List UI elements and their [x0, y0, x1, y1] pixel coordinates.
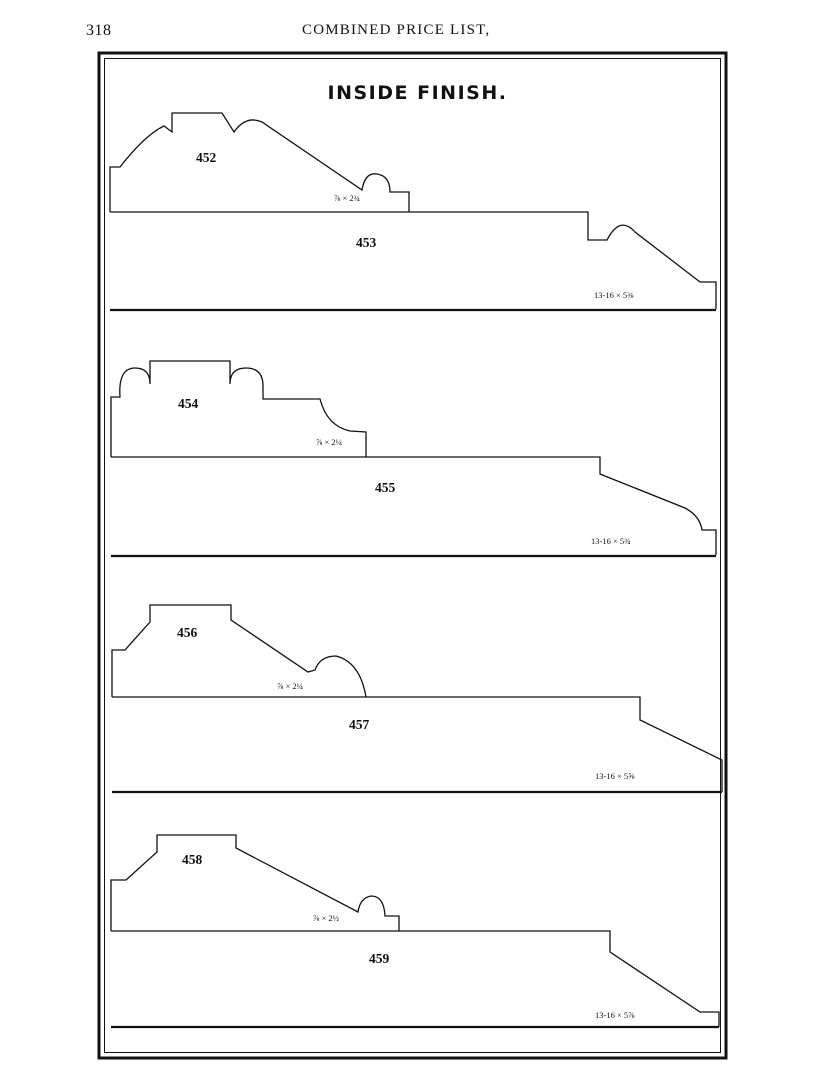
moulding-size-458: ⅞ × 2½	[313, 913, 340, 923]
outer-border	[97, 51, 728, 1060]
moulding-number-455: 455	[375, 480, 396, 495]
moulding-number-459: 459	[369, 951, 390, 966]
moulding-number-458: 458	[182, 852, 203, 867]
moulding-size-453: 13-16 × 5⅜	[594, 290, 634, 300]
moulding-number-457: 457	[349, 717, 370, 732]
running-head: COMBINED PRICE LIST,	[302, 22, 491, 38]
page-header: 318 COMBINED PRICE LIST,	[0, 22, 835, 46]
moulding-size-459: 13-16 × 5⅞	[595, 1010, 635, 1020]
moulding-number-456: 456	[177, 625, 198, 640]
page-number: 318	[86, 22, 112, 39]
moulding-size-454: ⅞ × 2¼	[316, 437, 343, 447]
inner-border	[104, 58, 721, 1053]
moulding-number-452: 452	[196, 150, 217, 165]
profile-457	[112, 696, 723, 792]
profile-459	[111, 930, 720, 1027]
profile-454	[110, 360, 367, 457]
profile-455	[111, 456, 717, 555]
moulding-size-452: ⅞ × 2¾	[334, 193, 361, 203]
profile-456	[111, 604, 367, 698]
moulding-number-454: 454	[178, 396, 199, 411]
profile-453	[110, 211, 717, 309]
moulding-size-457: 13-16 × 5⅝	[595, 771, 635, 781]
moulding-number-453: 453	[356, 235, 377, 250]
moulding-size-455: 13-16 × 5¾	[591, 536, 631, 546]
profile-452	[109, 112, 410, 212]
moulding-size-456: ⅞ × 2¼	[277, 681, 304, 691]
profile-458	[110, 834, 400, 931]
plate-title: INSIDE FINISH.	[327, 82, 508, 104]
